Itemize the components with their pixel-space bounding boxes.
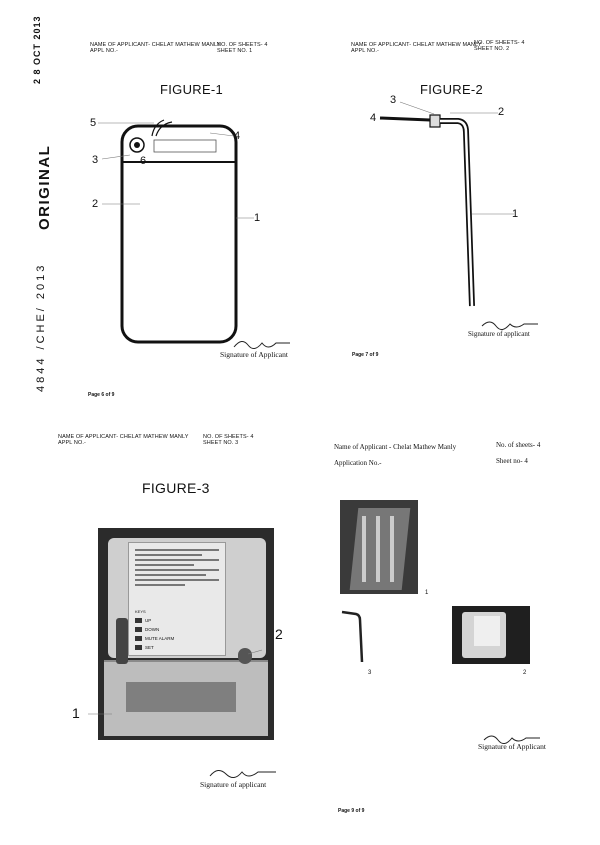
applicant-name: Name of Applicant - Chelat Mathew Manly xyxy=(334,443,457,451)
device-button-set: SET xyxy=(135,643,174,652)
device-keys-heading: KEYS xyxy=(135,609,146,614)
no-of-sheets: No. of sheets- 4 xyxy=(496,441,541,449)
label-3: 3 xyxy=(390,94,397,106)
figure-title: FIGURE-3 xyxy=(142,480,210,496)
original-stamp: ORIGINAL xyxy=(36,144,53,230)
device-button-label: UP xyxy=(145,618,152,623)
photo-label-2: 2 xyxy=(523,670,527,676)
leader-lines xyxy=(88,649,263,715)
probe-connector-right xyxy=(238,648,252,664)
application-number-stamp: 4844 /CHE/ 2013 xyxy=(35,262,47,392)
page-number: Page 6 of 9 xyxy=(88,392,115,398)
sheet-number: SHEET NO. 3 xyxy=(203,440,239,446)
device-button-label: SET xyxy=(145,645,154,650)
appl-no: APPL NO.- xyxy=(58,440,86,446)
signature-caption: Signature of Applicant xyxy=(220,350,288,359)
photo-device-small xyxy=(452,606,530,664)
label-4: 4 xyxy=(370,112,377,124)
signature-scribble xyxy=(233,341,290,349)
probe-connector-left xyxy=(116,618,128,664)
no-of-sheets: NO. OF SHEETS- 4 xyxy=(474,40,525,46)
device-vent-grille xyxy=(126,682,236,712)
sheet-number: SHEET NO. 1 xyxy=(217,48,253,54)
label-4: 4 xyxy=(234,130,241,142)
sheet-number: SHEET NO. 2 xyxy=(474,46,510,52)
device-button-mute: MUTE ALARM xyxy=(135,634,174,643)
label-5: 5 xyxy=(90,117,97,129)
label-1: 1 xyxy=(512,208,519,220)
photo-probe-assembly xyxy=(340,500,418,594)
signature-caption: Signature of applicant xyxy=(468,330,530,338)
sheet-number: Sheet no- 4 xyxy=(496,457,528,465)
figure-title: FIGURE-2 xyxy=(420,82,484,97)
no-of-sheets: NO. OF SHEETS- 4 xyxy=(203,434,254,440)
photo-label-3: 3 xyxy=(368,670,372,676)
date-stamp: 2 8 OCT 2013 xyxy=(32,15,42,84)
device-button-label: DOWN xyxy=(145,627,160,632)
signature-caption: Signature of applicant xyxy=(200,780,267,789)
appl-no: APPL NO.- xyxy=(90,48,118,54)
photo-probe-tube xyxy=(341,610,364,663)
label-2: 2 xyxy=(275,626,283,642)
signature-scribble xyxy=(483,735,540,744)
signature-scribble xyxy=(481,321,538,330)
photo-label-1: 1 xyxy=(425,590,429,596)
label-2: 2 xyxy=(92,198,99,210)
label-1: 1 xyxy=(72,705,80,721)
no-of-sheets: NO. OF SHEETS- 4 xyxy=(217,42,268,48)
device-button-down: DOWN xyxy=(135,625,174,634)
signature-scribble xyxy=(209,770,276,778)
figure-2-drawing xyxy=(379,101,514,307)
applicant-name: NAME OF APPLICANT- CHELAT MATHEW MANLY xyxy=(90,42,221,48)
device-button-up: UP xyxy=(135,616,174,625)
figure-1-drawing xyxy=(98,119,254,344)
page-number: Page 9 of 9 xyxy=(338,808,365,814)
label-3: 3 xyxy=(92,154,99,166)
label-6: 6 xyxy=(140,155,147,167)
page-number: Page 7 of 9 xyxy=(352,352,379,358)
applicant-name: NAME OF APPLICANT- CHELAT MATHEW MANLY xyxy=(58,434,189,440)
appl-no: APPL NO.- xyxy=(351,48,379,54)
label-1: 1 xyxy=(254,212,261,224)
signature-caption: Signature of Applicant xyxy=(478,742,546,751)
application-no: Application No.- xyxy=(334,459,382,467)
applicant-name: NAME OF APPLICANT- CHELAT MATHEW MANLY xyxy=(351,42,482,48)
label-2: 2 xyxy=(498,106,505,118)
device-label-sheet: KEYS UP DOWN MUTE ALARM SET xyxy=(128,542,226,656)
device-button-label: MUTE ALARM xyxy=(145,636,175,641)
figure-title: FIGURE-1 xyxy=(160,82,224,97)
